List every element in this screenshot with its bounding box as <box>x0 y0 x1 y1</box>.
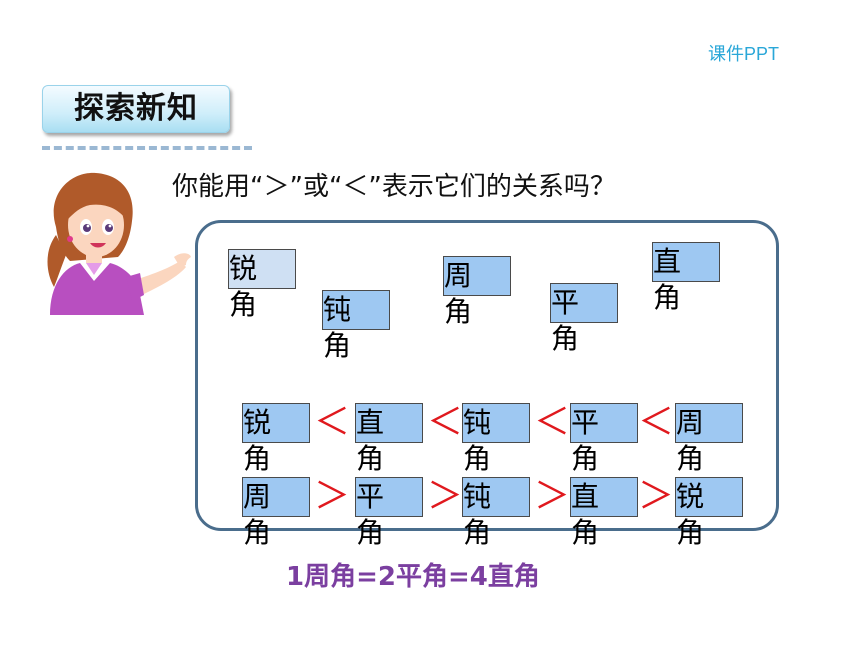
desc-card <box>242 477 310 517</box>
asc-item-5: 周角 <box>676 406 705 475</box>
angle-formula: 1周角=2平角=4直角 <box>286 562 540 592</box>
less-than-sign: ＜ <box>638 402 675 443</box>
card-full <box>443 256 511 296</box>
question-text: 你能用“＞”或“＜”表示它们的关系吗？ <box>172 172 616 202</box>
teacher-illustration <box>47 172 191 315</box>
desc-card <box>355 477 423 517</box>
asc-card <box>462 403 530 443</box>
greater-than-sign: ＞ <box>534 476 571 517</box>
desc-item-4: 直角 <box>571 480 600 549</box>
card-right <box>652 242 720 282</box>
asc-card <box>242 403 310 443</box>
asc-item-1: 锐角 <box>243 406 272 475</box>
asc-item-2: 直角 <box>356 406 385 475</box>
card-right-label: 直角 <box>653 245 682 314</box>
asc-item-3: 钝角 <box>463 406 492 475</box>
angle-comparison-frame <box>195 220 779 531</box>
card-acute <box>228 249 296 289</box>
asc-card <box>675 403 743 443</box>
asc-card <box>570 403 638 443</box>
greater-than-sign: ＞ <box>314 476 351 517</box>
desc-card <box>570 477 638 517</box>
desc-item-5: 锐角 <box>676 480 705 549</box>
desc-card <box>462 477 530 517</box>
title-divider <box>42 146 252 150</box>
card-full-label: 周角 <box>444 259 473 328</box>
desc-item-2: 平角 <box>356 480 385 549</box>
asc-card <box>355 403 423 443</box>
greater-than-sign: ＞ <box>638 476 675 517</box>
less-than-sign: ＜ <box>534 402 571 443</box>
card-straight-label: 平角 <box>551 286 580 355</box>
card-acute-label: 锐角 <box>229 252 258 321</box>
less-than-sign: ＜ <box>314 402 351 443</box>
card-obtuse <box>322 290 390 330</box>
card-straight <box>550 283 618 323</box>
desc-card <box>675 477 743 517</box>
desc-item-3: 钝角 <box>463 480 492 549</box>
less-than-sign: ＜ <box>427 402 464 443</box>
section-title: 探索新知 <box>42 85 230 133</box>
greater-than-sign: ＞ <box>427 476 464 517</box>
brand-label: 课件PPT <box>708 44 780 64</box>
desc-item-1: 周角 <box>243 480 272 549</box>
card-obtuse-label: 钝角 <box>323 293 352 362</box>
asc-item-4: 平角 <box>571 406 600 475</box>
